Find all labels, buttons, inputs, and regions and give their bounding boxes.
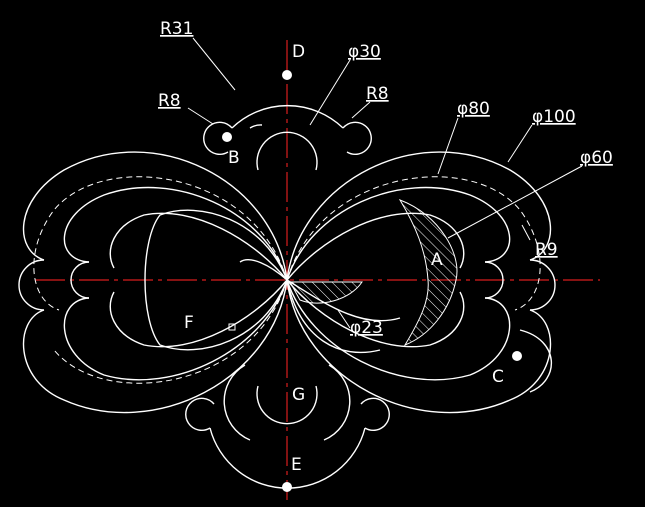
dim-r8-left: R8 xyxy=(158,91,181,111)
label-d: D xyxy=(292,42,305,62)
leader-r31 xyxy=(192,37,236,91)
leader-phi30 xyxy=(309,59,351,126)
left-wing xyxy=(18,151,288,414)
right-wing xyxy=(286,151,556,414)
leader-r8-left xyxy=(187,107,214,125)
label-a: A xyxy=(431,250,443,270)
dim-phi30: φ30 xyxy=(348,42,381,62)
dim-phi23: φ23 xyxy=(350,318,383,338)
point-b-dot xyxy=(222,132,232,142)
dim-phi60: φ60 xyxy=(580,148,613,168)
label-g: G xyxy=(292,385,305,405)
leader-phi23 xyxy=(337,309,351,329)
dim-r9: R9 xyxy=(535,240,558,260)
label-f: F xyxy=(184,313,194,333)
dim-phi100: φ100 xyxy=(532,107,576,127)
leader-phi80 xyxy=(437,117,459,175)
leader-r9 xyxy=(521,224,531,241)
hatched-region-phi23 xyxy=(289,281,363,304)
leader-phi60 xyxy=(447,165,583,239)
hatched-region-a xyxy=(398,199,458,347)
point-c-dot xyxy=(512,351,522,361)
top-lobe xyxy=(203,104,372,171)
point-f-marker xyxy=(228,323,236,331)
dim-phi80: φ80 xyxy=(457,99,490,119)
dim-r31: R31 xyxy=(160,19,193,39)
dim-r8-right: R8 xyxy=(366,84,389,104)
leader-phi100 xyxy=(507,124,533,163)
label-b: B xyxy=(228,148,240,168)
point-d-dot xyxy=(282,70,292,80)
leader-r8-right xyxy=(351,101,371,119)
point-e-dot xyxy=(282,482,292,492)
label-e: E xyxy=(291,455,302,475)
label-c: C xyxy=(492,367,504,387)
